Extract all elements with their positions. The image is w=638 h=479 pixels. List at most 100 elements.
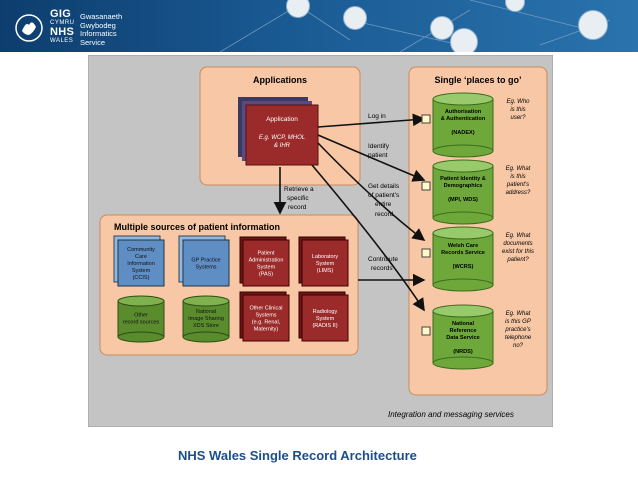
source-label: Community	[127, 247, 155, 253]
brand-gig: GIG	[50, 8, 72, 20]
arrow-label-contribute: records	[371, 265, 393, 272]
places-title: Single ‘places to go’	[434, 75, 521, 85]
arrow-label-log-in: Log in	[368, 113, 386, 120]
person-icon	[430, 16, 454, 40]
nhs-wales-logo: GIG CYMRU NHS WALES	[14, 8, 75, 46]
source-label: (LIMS)	[317, 268, 334, 274]
database-code: (NADEX)	[451, 130, 474, 136]
arrow-nrds	[311, 164, 425, 312]
database-question: Eg. What	[506, 311, 531, 317]
source-label: (e.g. Renal,	[252, 320, 281, 326]
database-name: Reference	[449, 328, 476, 334]
source-label: Systems	[195, 265, 216, 271]
user-card-icon	[578, 10, 608, 40]
database-code: (NRDS)	[453, 349, 473, 355]
source-label: (RADIS II)	[312, 323, 337, 329]
database-name: Authorisation	[445, 109, 482, 115]
source-label: Other	[134, 313, 148, 319]
network-lines-decoration	[219, 0, 611, 52]
application-example: & IHR	[274, 143, 291, 149]
dragon-crest-icon	[15, 14, 43, 42]
database-question: practice's	[504, 327, 530, 333]
source-label: System	[257, 265, 276, 271]
source-label: Information	[127, 261, 155, 267]
arrow-label-details: entire	[375, 201, 392, 208]
source-label: Systems	[255, 313, 276, 319]
database-question: Eg. What	[506, 166, 531, 172]
arrow-get-details	[317, 142, 426, 241]
integration-label: Integration and messaging services	[388, 410, 514, 419]
database-name: Demographics	[444, 183, 483, 189]
arrow-label-identify: patient	[368, 152, 388, 159]
database-question: user?	[510, 115, 526, 121]
source-label: Administration	[249, 258, 284, 264]
source-label: XDS Store	[193, 323, 219, 329]
database-question: Eg. Who	[506, 99, 530, 105]
source-label: System	[316, 316, 335, 322]
brand-nhs: NHS	[50, 26, 75, 38]
source-label: Care	[135, 254, 147, 260]
database-question: address?	[506, 190, 531, 196]
source-label: National	[196, 309, 216, 315]
arrow-label-retrieve: specific	[287, 195, 309, 202]
database-question: is this	[510, 107, 525, 113]
brand-cymru: CYMRU	[50, 20, 75, 26]
connector-port	[421, 114, 431, 124]
database-question: exist for this	[502, 249, 534, 255]
source-label: System	[132, 268, 151, 274]
service-name: Gwasanaeth Gwybodeg Informatics Service	[80, 12, 122, 47]
database-name: National	[452, 321, 475, 327]
service-line: Informatics	[80, 29, 117, 38]
sources-title: Multiple sources of patient information	[114, 222, 280, 232]
source-label: Image Sharing	[188, 316, 224, 322]
slide-caption: NHS Wales Single Record Architecture	[178, 448, 417, 463]
application-example: E.g. WCP, MHOL	[259, 135, 305, 141]
database-name: Data Service	[446, 335, 480, 341]
arrow-label-retrieve: Retrieve a	[284, 186, 314, 193]
database-question: patient?	[506, 257, 529, 263]
source-label: (PAS)	[259, 272, 273, 278]
source-label: Patient	[257, 251, 275, 257]
database-name: & Authentication	[441, 116, 486, 122]
family-icon	[450, 28, 478, 52]
header-banner: GIG CYMRU NHS WALES Gwasanaeth Gwybodeg …	[0, 0, 638, 52]
arrow-label-details: Get details	[368, 183, 400, 190]
architecture-diagram: Applications Application E.g. WCP, MHOL …	[88, 55, 553, 427]
database-question: no?	[513, 343, 524, 349]
database-cylinder: Authorisation& Authentication (NADEX) Eg. …	[421, 92, 530, 158]
database-name: Patient Identity &	[440, 176, 486, 182]
database-cylinder: Patient Identity &Demographics (MPI, WDS)…	[421, 159, 531, 225]
database-question: documents	[503, 241, 532, 247]
person-icon	[343, 6, 367, 30]
source-label: Maternity)	[254, 327, 279, 333]
source-label: Radiology	[313, 309, 338, 315]
arrow-label-details: record	[375, 211, 394, 218]
database-question: patient's	[506, 182, 529, 188]
arrow-label-contribute: Contribute	[368, 256, 398, 263]
database-name: Welsh Care	[448, 243, 478, 249]
database-code: (MPI, WDS)	[448, 197, 478, 203]
gear-icon	[286, 0, 310, 18]
source-label: Laboratory	[312, 254, 339, 260]
source-label: (CCIS)	[133, 275, 150, 281]
database-code: (WCRS)	[453, 264, 474, 270]
connector-port	[421, 181, 431, 191]
connector-port	[421, 248, 431, 258]
source-label: GP Practice	[191, 258, 220, 264]
database-question: Eg. What	[506, 233, 531, 239]
arrow-label-details: of patient's	[368, 192, 400, 199]
arrows	[273, 113, 426, 312]
source-label: Other Clinical	[249, 306, 282, 312]
connector-port	[421, 326, 431, 336]
database-question: telephone	[505, 335, 532, 341]
arrow-identify	[317, 134, 426, 182]
